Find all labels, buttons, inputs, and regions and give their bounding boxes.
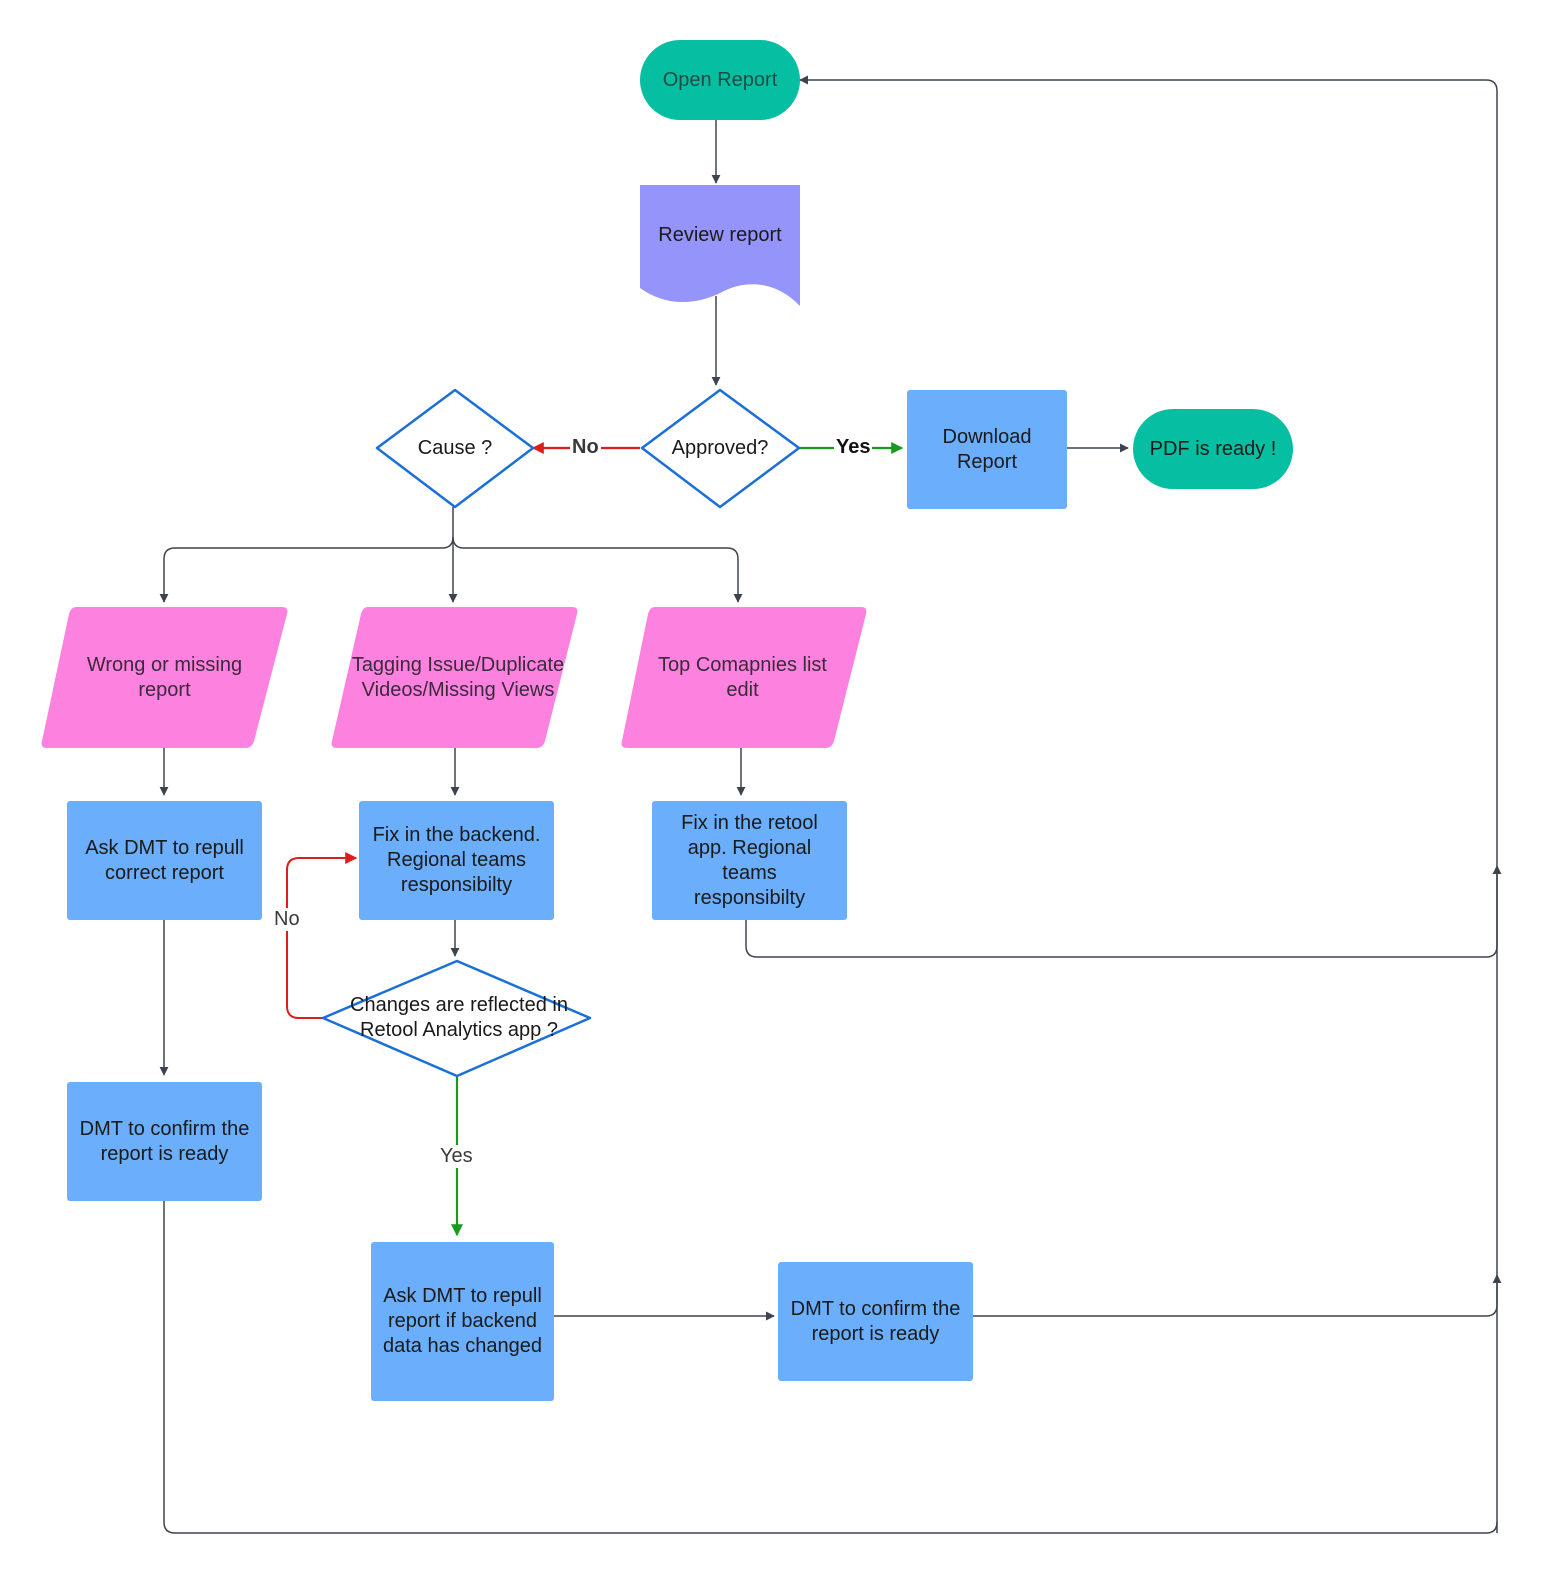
edge-return-main — [799, 75, 1498, 1533]
cause-decision — [375, 388, 535, 509]
tagging-issue-text: Tagging Issue/Duplicate Videos/Missing V… — [351, 653, 565, 701]
fix-retool-process — [652, 801, 847, 920]
approved-label: Approved? — [650, 428, 790, 468]
ask-dmt-repull-process — [67, 801, 262, 920]
fix-retool-label: Fix in the retool app. Regional teams re… — [672, 801, 827, 920]
dmt-confirm-left-label: DMT to confirm the report is ready — [72, 1082, 257, 1201]
top-companies-io — [621, 607, 867, 748]
download-report-text: Download Report — [942, 425, 1032, 473]
changes-reflected-label: Changes are reflected in Retool Analytic… — [327, 990, 591, 1046]
review-report-document — [640, 185, 800, 306]
wrong-missing-label: Wrong or missing report — [62, 607, 267, 748]
changes-reflected-text: Changes are reflected in Retool Analytic… — [350, 994, 568, 1041]
edge-cause-to-wrong — [159, 507, 454, 603]
download-report-process — [907, 390, 1067, 509]
ask-dmt-repull-label: Ask DMT to repull correct report — [72, 801, 257, 920]
fix-backend-text: Fix in the backend. Regional teams respo… — [372, 824, 541, 896]
dmt-confirm-right-process — [778, 1262, 973, 1381]
approved-text: Approved? — [671, 436, 769, 459]
wrong-missing-text: Wrong or missing report — [86, 653, 243, 701]
open-report-terminal — [640, 40, 800, 120]
edge-retool-return — [745, 865, 1502, 958]
approved-yes-edge-label: Yes — [834, 436, 873, 459]
fix-retool-text: Fix in the retool app. Regional teams re… — [681, 811, 818, 909]
cause-label: Cause ? — [395, 428, 515, 468]
ask-dmt-backend-process — [371, 1242, 554, 1401]
pdf-ready-text: PDF is ready ! — [1149, 437, 1277, 460]
edge-changes-no — [286, 852, 358, 1019]
edge-confirm-right-return — [969, 1274, 1502, 1317]
edge-cause-to-top — [452, 536, 743, 603]
approved-decision — [640, 388, 801, 509]
open-report-label: Open Report — [640, 40, 800, 120]
pdf-ready-label: PDF is ready ! — [1133, 409, 1293, 489]
download-report-label: Download Report — [917, 400, 1057, 499]
tagging-issue-io — [331, 607, 578, 748]
pdf-ready-terminal — [1133, 409, 1293, 489]
dmt-confirm-right-label: DMT to confirm the report is ready — [783, 1262, 968, 1381]
cause-text: Cause ? — [417, 436, 493, 459]
wrong-missing-io — [41, 607, 288, 748]
dmt-confirm-right-text: DMT to confirm the report is ready — [790, 1297, 961, 1345]
open-report-text: Open Report — [662, 68, 778, 91]
fix-backend-process — [359, 801, 554, 920]
changes-reflected-decision — [321, 959, 592, 1078]
ask-dmt-backend-text: Ask DMT to repull report if backend data… — [382, 1285, 543, 1357]
changes-no-edge-label: No — [272, 908, 302, 931]
review-report-text: Review report — [658, 223, 782, 246]
tagging-issue-label: Tagging Issue/Duplicate Videos/Missing V… — [338, 607, 578, 748]
dmt-confirm-left-process — [67, 1082, 262, 1201]
review-report-label: Review report — [640, 210, 800, 260]
top-companies-label: Top Comapnies list edit — [640, 607, 845, 748]
changes-yes-edge-label: Yes — [438, 1145, 475, 1168]
dmt-confirm-left-text: DMT to confirm the report is ready — [79, 1117, 250, 1165]
edge-confirm-left-return — [163, 1196, 1498, 1534]
ask-dmt-repull-text: Ask DMT to repull correct report — [85, 836, 244, 884]
fix-backend-label: Fix in the backend. Regional teams respo… — [364, 801, 549, 920]
ask-dmt-backend-label: Ask DMT to repull report if backend data… — [376, 1242, 549, 1401]
approved-no-edge-label: No — [570, 436, 601, 459]
top-companies-text: Top Comapnies list edit — [658, 653, 827, 701]
